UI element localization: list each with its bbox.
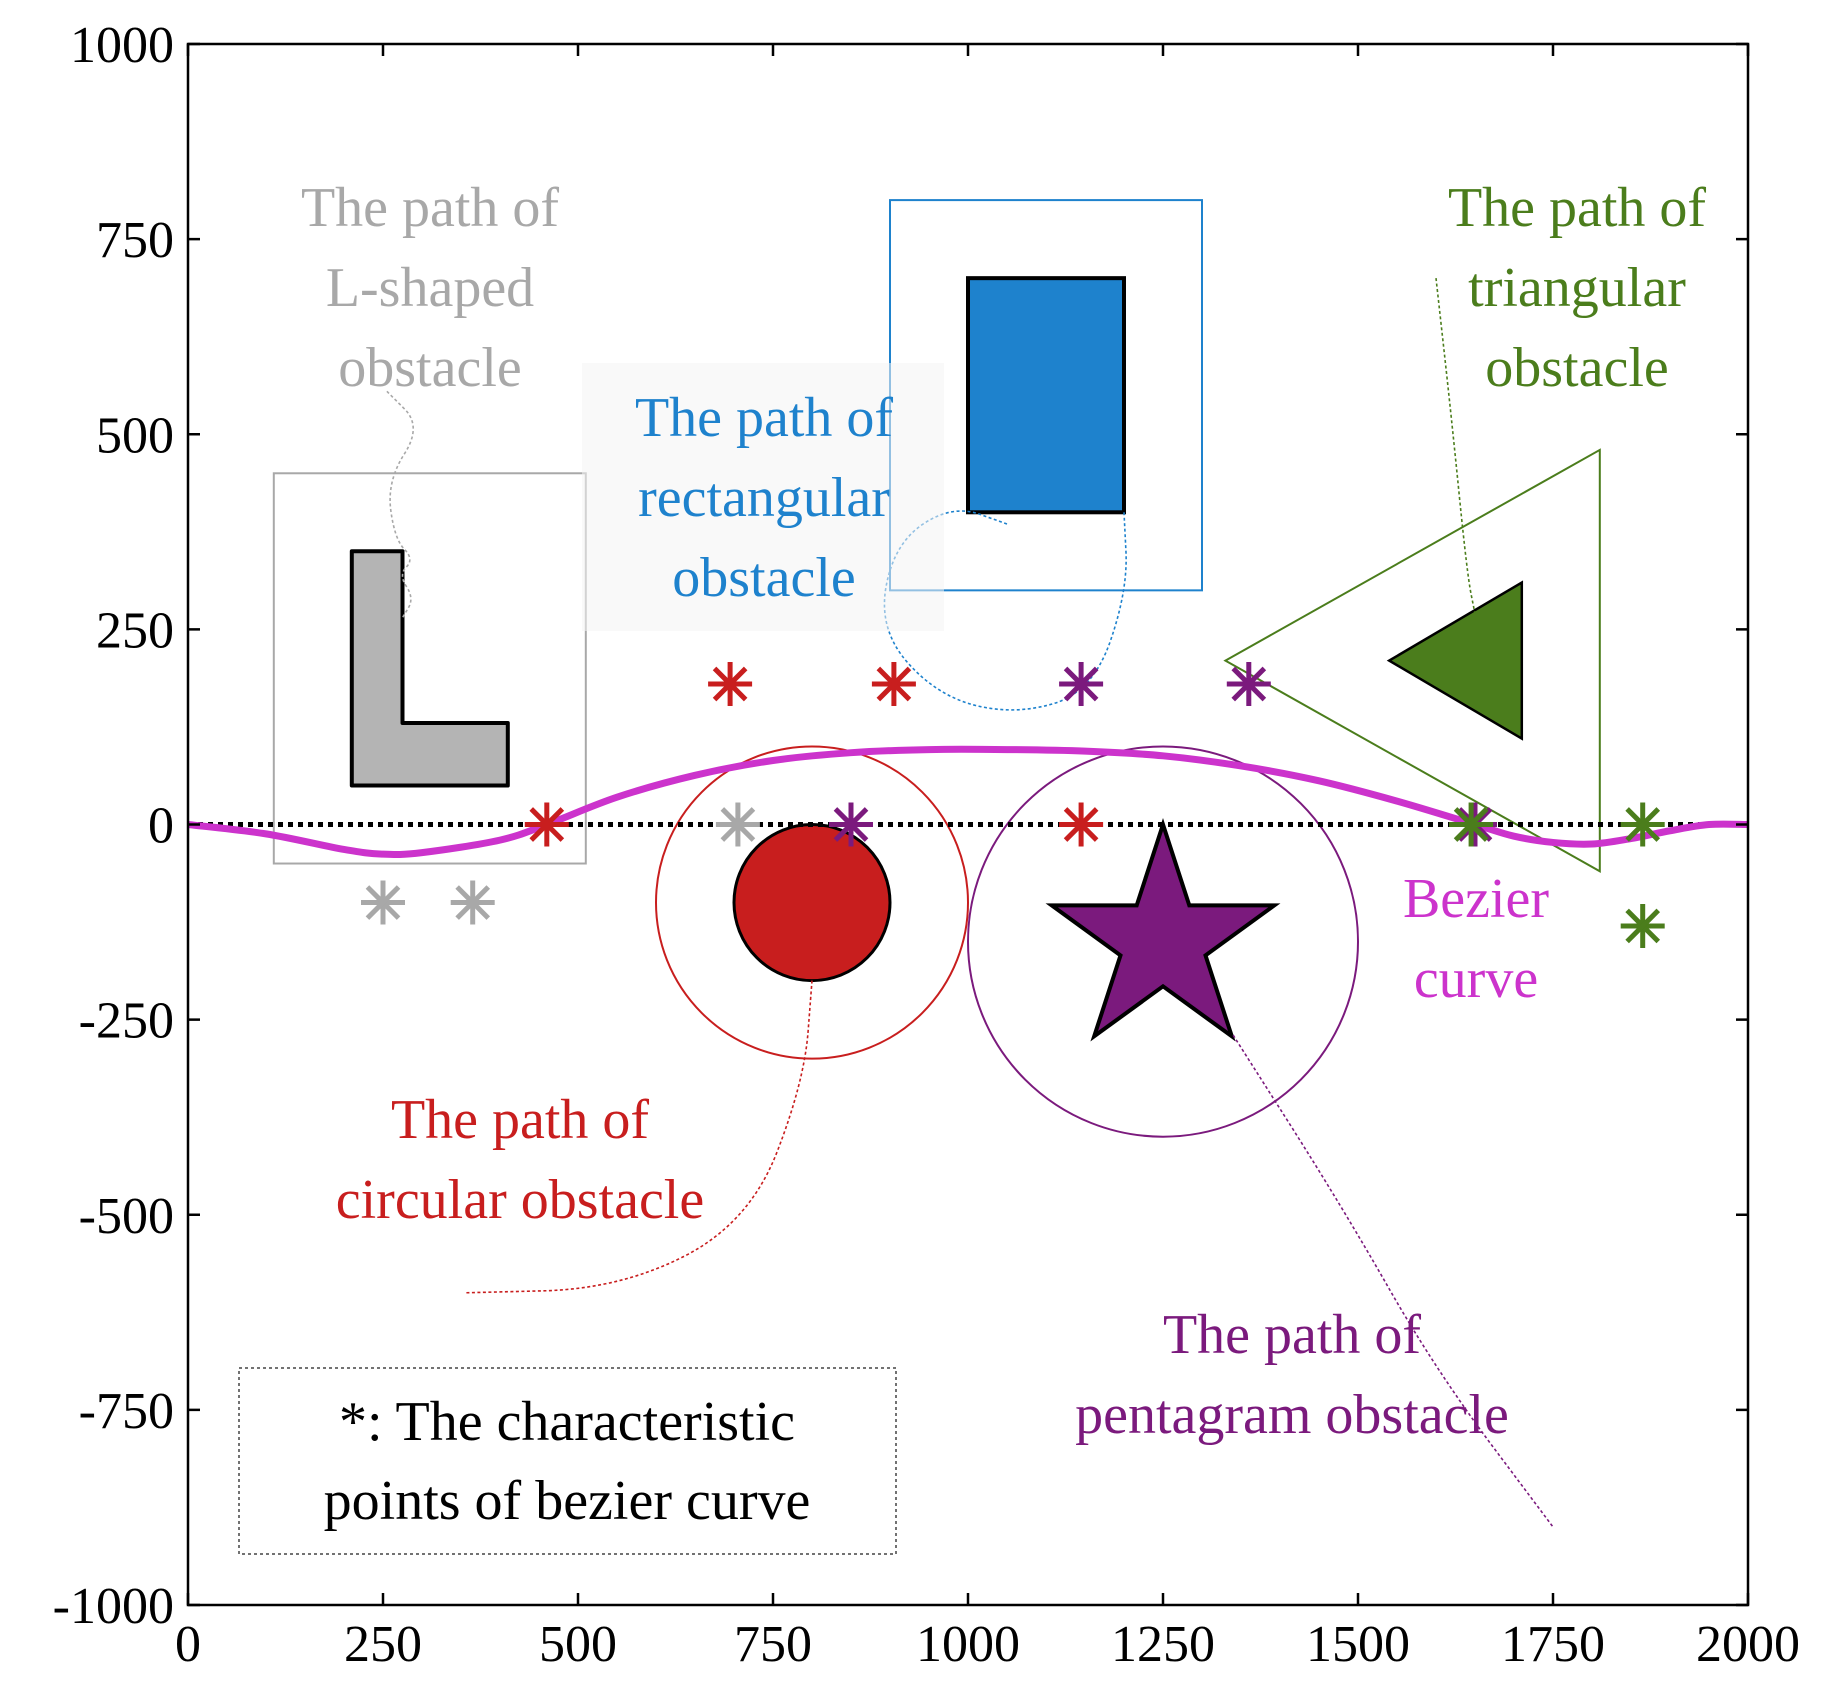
- characteristic-point: [1059, 802, 1104, 847]
- asterisk-stroke: [1625, 807, 1661, 842]
- y-tick-label: -500: [79, 1188, 174, 1245]
- asterisk-stroke: [1063, 807, 1099, 842]
- circle-path-label: The path of circular obstacle: [336, 1089, 704, 1231]
- safety-zones: [272, 199, 1601, 1138]
- legend-line: points of bezier curve: [324, 1470, 811, 1532]
- rectangle-label-backdrop: [582, 363, 944, 631]
- label-line: pentagram obstacle: [1075, 1384, 1509, 1446]
- y-tick-label: -750: [79, 1383, 174, 1440]
- pentagram-safety-zone: [967, 745, 1359, 1138]
- l-shape-path-label: The path of L-shaped obstacle: [301, 177, 559, 399]
- characteristic-point: [1620, 903, 1665, 948]
- label-line: L-shaped: [326, 257, 534, 319]
- bezier-curve-label: Bezier curve: [1403, 868, 1549, 1010]
- l-shape-bounding-box: [272, 472, 587, 865]
- characteristic-point: [1620, 802, 1665, 847]
- asterisk-stroke: [712, 666, 748, 702]
- label-line: rectangular: [638, 467, 890, 529]
- characteristic-point: [708, 662, 753, 707]
- rectangle-leader: [883, 510, 1127, 711]
- label-line: triangular: [1468, 257, 1686, 319]
- asterisk-stroke: [720, 807, 756, 842]
- x-tick-label: 250: [344, 1616, 422, 1673]
- x-tick-label: 1500: [1306, 1616, 1410, 1673]
- circle-safety-zone: [655, 745, 969, 1060]
- characteristic-point: [715, 802, 760, 847]
- asterisk-stroke: [1063, 666, 1099, 702]
- x-tick-label: 500: [539, 1616, 617, 1673]
- legend-line: *: The characteristic: [339, 1391, 795, 1453]
- label-line: The path of: [635, 387, 893, 449]
- y-tick-label: -1000: [53, 1578, 174, 1635]
- x-tick-label: 2000: [1696, 1616, 1800, 1673]
- label-line: The path of: [301, 177, 559, 239]
- pentagram-leader: [1232, 1034, 1554, 1528]
- y-tick-label: 500: [96, 407, 174, 464]
- y-tick-label: -250: [79, 993, 174, 1050]
- y-tick-label: 1000: [70, 17, 174, 74]
- triangle-path-label: The path of triangular obstacle: [1448, 177, 1706, 399]
- triangle-bounding-triangle: [1223, 448, 1601, 874]
- circular-obstacle: [732, 823, 892, 983]
- label-line: Bezier: [1403, 868, 1549, 930]
- triangle-leader: [1435, 278, 1476, 614]
- asterisk-stroke: [876, 666, 912, 702]
- characteristic-point: [450, 880, 495, 925]
- label-line: obstacle: [672, 547, 855, 609]
- legend-box: *: The characteristic points of bezier c…: [238, 1367, 897, 1555]
- pentagram-obstacle: [1045, 818, 1281, 1042]
- leader-lines: [386, 278, 1554, 1528]
- asterisk-stroke: [1625, 908, 1661, 944]
- characteristic-point: [829, 802, 873, 847]
- label-line: The path of: [1163, 1304, 1421, 1366]
- label-line: The path of: [391, 1089, 649, 1151]
- asterisk-stroke: [1453, 807, 1489, 842]
- l-shape-leader: [386, 390, 415, 619]
- rectangular-obstacle: [966, 276, 1126, 515]
- x-tick-label: 1250: [1111, 1616, 1215, 1673]
- x-tick-label: 1750: [1501, 1616, 1605, 1673]
- x-tick-label: 0: [175, 1616, 201, 1673]
- label-line: obstacle: [338, 337, 521, 399]
- legend-frame: [238, 1367, 897, 1555]
- characteristic-point: [1449, 802, 1494, 847]
- l-shaped-obstacle: [349, 549, 510, 788]
- asterisk-stroke: [833, 807, 869, 842]
- characteristic-point: [1059, 662, 1104, 707]
- x-tick-label: 1000: [916, 1616, 1020, 1673]
- rectangle-path-label: The path of rectangular obstacle: [635, 387, 893, 609]
- pentagram-path-label: The path of pentagram obstacle: [1075, 1304, 1509, 1446]
- x-tick-label: 750: [734, 1616, 812, 1673]
- label-line: curve: [1414, 948, 1538, 1010]
- asterisk-stroke: [365, 885, 401, 920]
- asterisk-stroke: [529, 807, 565, 842]
- characteristic-point: [1226, 662, 1271, 707]
- asterisk-stroke: [455, 885, 491, 920]
- characteristic-point: [871, 662, 916, 707]
- axis-ticks: 0 250 500 750 1000 1250 1500 1750 2000 1000 750 500…: [53, 17, 1800, 1673]
- label-line: The path of: [1448, 177, 1706, 239]
- label-line: obstacle: [1485, 337, 1668, 399]
- triangular-obstacle: [1386, 580, 1524, 741]
- circle-leader: [464, 980, 813, 1294]
- label-line: circular obstacle: [336, 1169, 704, 1231]
- y-tick-label: 0: [148, 798, 174, 855]
- characteristic-point: [361, 880, 405, 925]
- characteristic-points: [361, 662, 1665, 948]
- y-tick-label: 750: [96, 212, 174, 269]
- bezier-curve: [187, 745, 1749, 859]
- characteristic-point: [524, 802, 569, 847]
- asterisk-stroke: [1231, 666, 1267, 702]
- obstacle-shapes: [349, 276, 1524, 1042]
- y-tick-label: 250: [96, 602, 174, 659]
